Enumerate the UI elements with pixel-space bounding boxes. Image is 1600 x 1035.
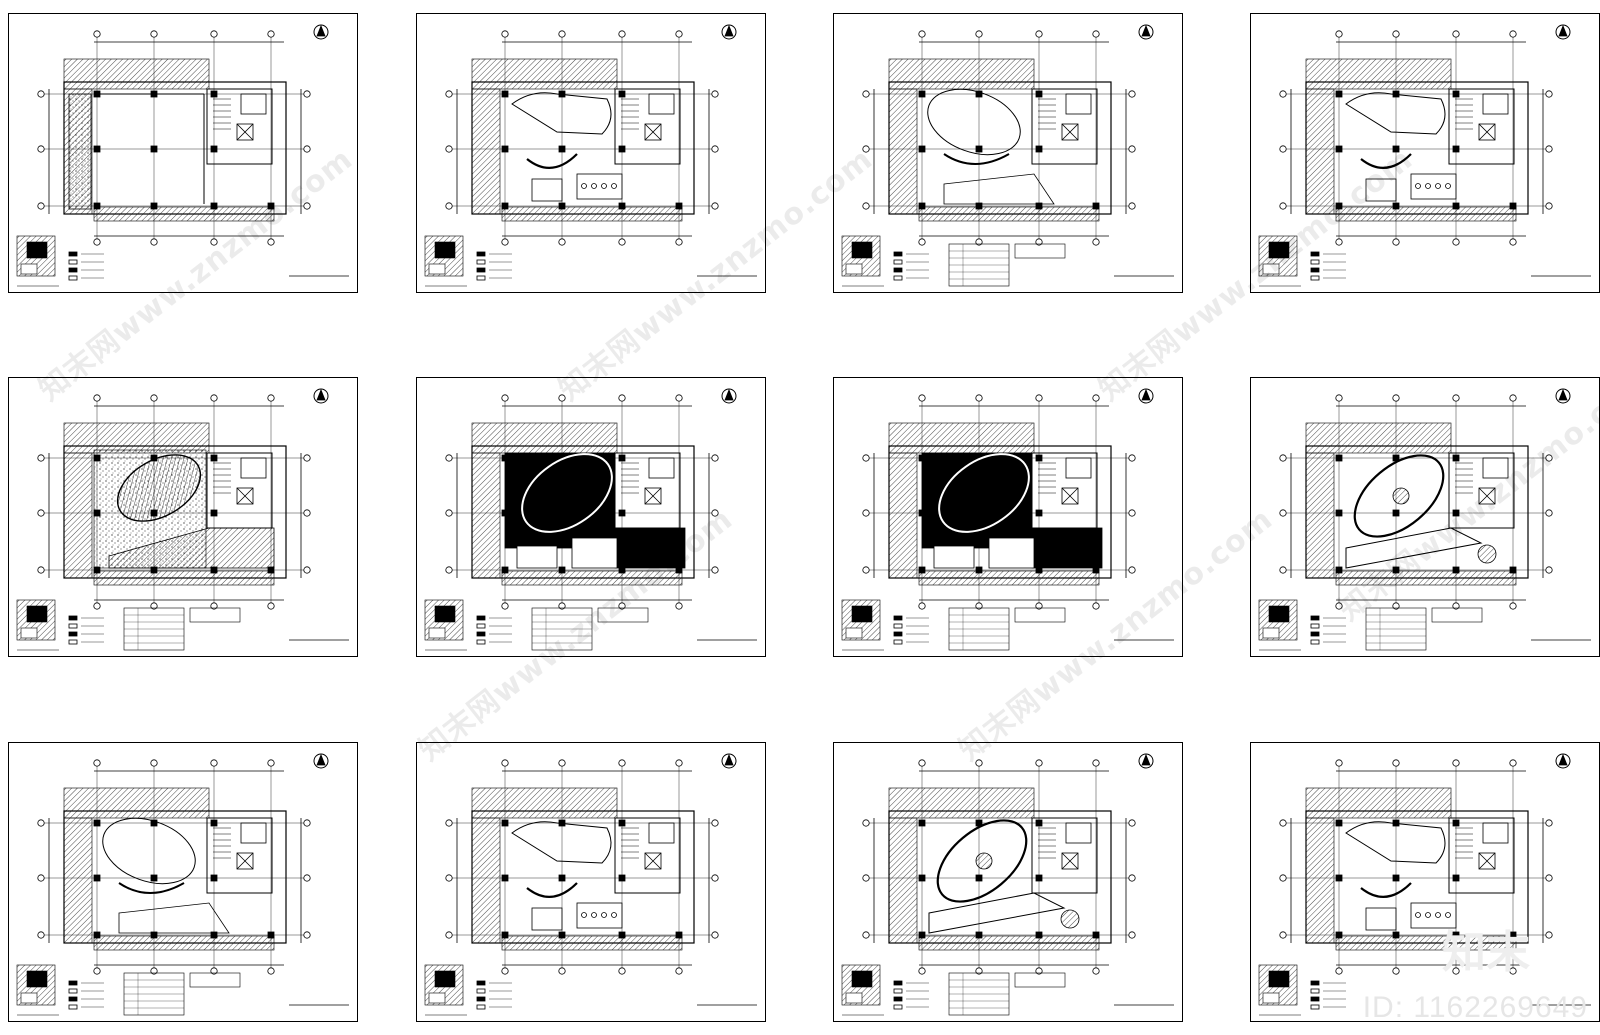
floor-plan-drawing xyxy=(1258,388,1591,651)
floor-plan-drawing xyxy=(841,24,1174,287)
drawing-sheet-layout xyxy=(1250,742,1600,1022)
drawing-sheet-wall xyxy=(833,13,1183,293)
floor-plan-drawing xyxy=(1258,24,1591,287)
floor-plan-drawing xyxy=(841,753,1174,1016)
drawing-sheet-floor-dark xyxy=(416,377,766,657)
floor-plan-drawing xyxy=(424,753,757,1016)
drawing-sheet-layout xyxy=(416,13,766,293)
image-id-label: ID: 1162269649 xyxy=(1362,991,1588,1024)
drawing-sheet-ceiling xyxy=(1250,377,1600,657)
floor-plan-drawing xyxy=(1258,753,1591,1016)
drawing-sheet-layout xyxy=(416,742,766,1022)
floor-plan-drawing xyxy=(841,388,1174,651)
drawing-sheet-plan-empty xyxy=(8,13,358,293)
drawing-sheet-layout xyxy=(1250,13,1600,293)
floor-plan-drawing xyxy=(424,24,757,287)
drawing-sheet-floor-speckle xyxy=(8,377,358,657)
drawing-sheet-wall xyxy=(8,742,358,1022)
floor-plan-drawing xyxy=(16,753,349,1016)
floor-plan-drawing xyxy=(16,388,349,651)
watermark-logo: 知末 xyxy=(1442,927,1530,978)
floor-plan-drawing xyxy=(16,24,349,287)
drawing-sheet-ceiling xyxy=(833,742,1183,1022)
floor-plan-drawing xyxy=(424,388,757,651)
drawing-sheet-floor-dark xyxy=(833,377,1183,657)
